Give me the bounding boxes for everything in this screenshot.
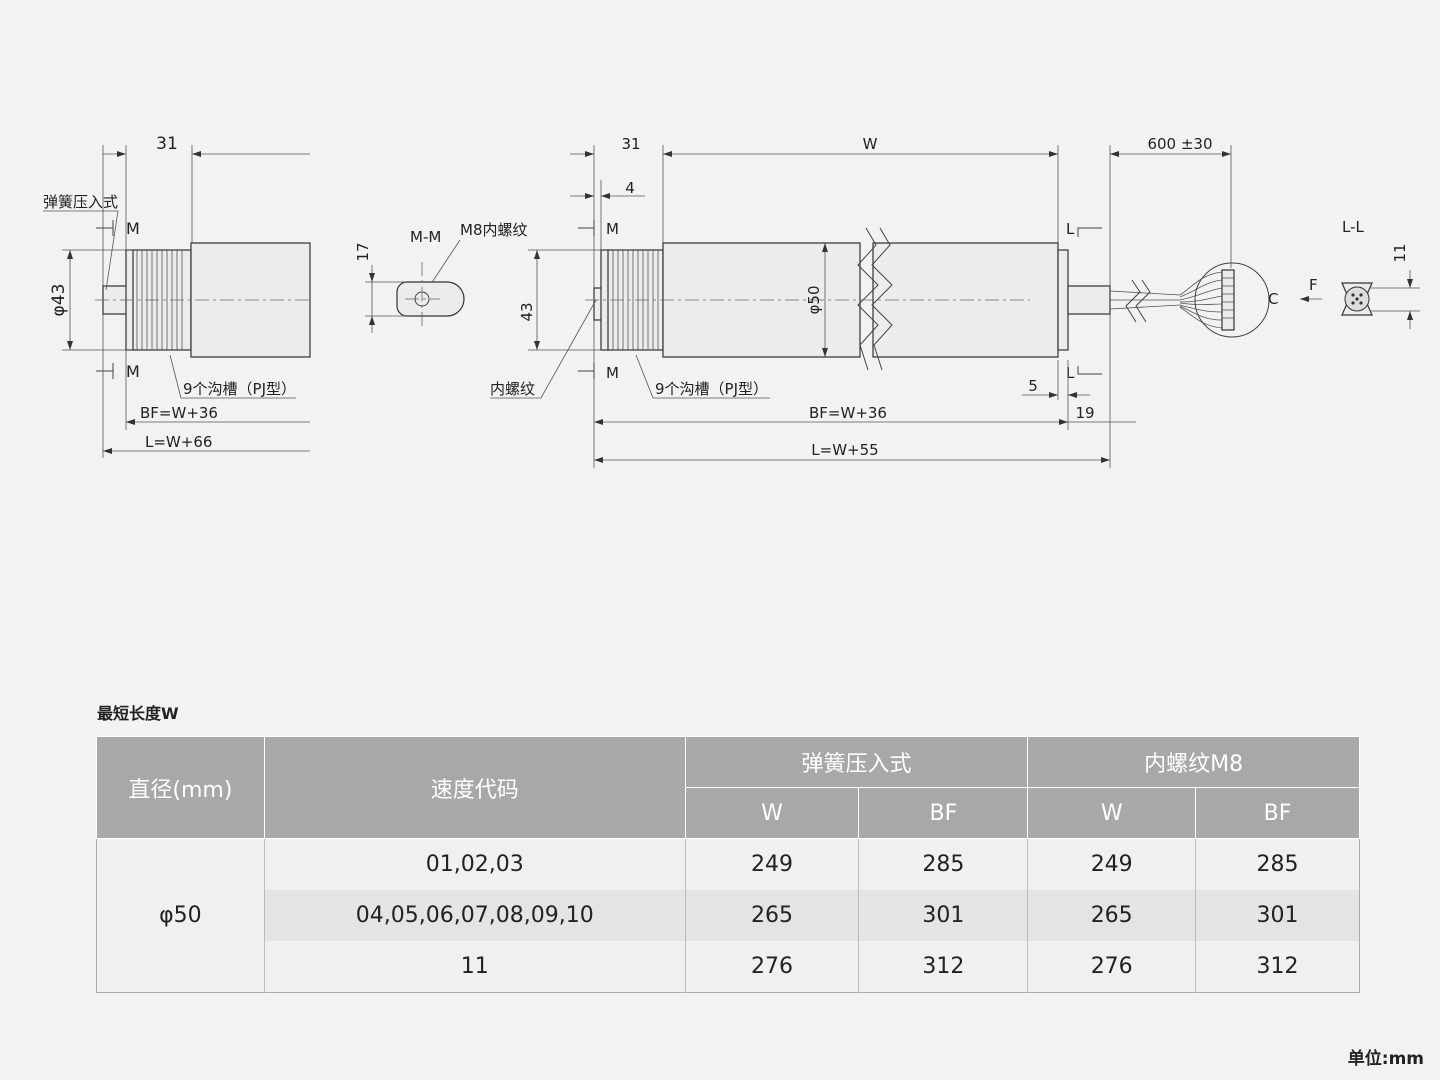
cell-thread-bf: 312	[1195, 941, 1360, 993]
header-diameter: 直径(mm)	[96, 736, 265, 839]
dim-31-right: 31	[621, 135, 640, 153]
cell-speed: 01,02,03	[264, 838, 686, 890]
header-thread: 内螺纹M8	[1027, 736, 1360, 788]
mount-type-label: 弹簧压入式	[43, 193, 118, 211]
connector-detail-c	[1194, 262, 1270, 338]
section-title-mm: M-M	[410, 228, 441, 246]
cell-speed: 11	[264, 941, 686, 993]
left-view: 31 φ43 弹簧压入式 M M 9个沟槽（PJ型	[43, 134, 311, 458]
section-mark-m-bottom-left: M	[126, 362, 140, 381]
cell-spring-w: 249	[684, 838, 859, 890]
header-thread-bf: BF	[1195, 787, 1360, 839]
header-spring: 弹簧压入式	[684, 736, 1029, 788]
unit-label: 单位:mm	[1347, 1049, 1424, 1069]
dim-cable-length: 600 ±30	[1147, 135, 1212, 153]
cell-diameter: φ50	[96, 838, 265, 993]
dim-4: 4	[625, 179, 635, 197]
header-thread-w: W	[1027, 787, 1197, 839]
dim-31-left: 31	[156, 134, 178, 154]
min-length-table: 直径(mm) 速度代码 弹簧压入式 内螺纹M8 W BF W BF φ50 01…	[96, 736, 1360, 993]
groove-label-left: 9个沟槽（PJ型）	[183, 380, 296, 398]
cell-spring-w: 276	[684, 941, 859, 993]
inner-thread-label: 内螺纹	[490, 380, 535, 398]
table-title: 最短长度W	[97, 704, 179, 723]
cell-spring-bf: 301	[858, 890, 1028, 941]
groove-label-right: 9个沟槽（PJ型）	[655, 380, 768, 398]
cell-thread-w: 276	[1027, 941, 1196, 993]
cell-thread-bf: 285	[1195, 838, 1360, 890]
l-mark-top: L	[1066, 220, 1075, 238]
cell-spring-bf: 312	[858, 941, 1028, 993]
bf-label-left: BF=W+36	[140, 404, 218, 422]
section-mark-m-top-right: M	[606, 220, 619, 238]
l-mark-bottom: L	[1066, 364, 1075, 382]
l-label-left: L=W+66	[145, 433, 212, 451]
l-label-right: L=W+55	[811, 441, 878, 459]
connector-c-label: C	[1268, 290, 1278, 308]
dia-43-left: φ43	[49, 284, 69, 317]
header-spring-bf: BF	[858, 787, 1029, 839]
right-view: 31 W 600 ±30 4 M M	[490, 135, 1278, 468]
cell-thread-w: 265	[1027, 890, 1196, 941]
dim-11: 11	[1391, 243, 1409, 262]
section-mark-m-bottom-right: M	[606, 364, 619, 382]
dim-w: W	[863, 135, 878, 153]
dia-50: φ50	[805, 286, 823, 315]
header-spring-w: W	[684, 787, 860, 839]
cell-speed: 04,05,06,07,08,09,10	[264, 890, 686, 941]
cell-thread-bf: 301	[1195, 890, 1360, 941]
cell-spring-bf: 285	[858, 838, 1028, 890]
cell-thread-w: 249	[1027, 838, 1196, 890]
section-view-mm: M-M M8内螺纹 17	[354, 221, 528, 333]
dim-5: 5	[1028, 377, 1038, 395]
connector-f-label: F	[1309, 276, 1318, 294]
cell-spring-w: 265	[684, 890, 859, 941]
section-view-ll: L-L F 11	[1300, 218, 1420, 329]
section-mark-m-top-left: M	[126, 219, 140, 238]
bf-label-right: BF=W+36	[809, 404, 887, 422]
table-row: 04,05,06,07,08,09,10 265 301 265 301	[97, 890, 1360, 941]
thread-label-m8: M8内螺纹	[460, 221, 528, 239]
dim-19: 19	[1075, 404, 1094, 422]
dim-43-right: 43	[518, 302, 536, 321]
dim-17: 17	[354, 242, 372, 261]
technical-drawing: 31 φ43 弹簧压入式 M M 9个沟槽（PJ型	[43, 134, 1420, 468]
table-row: φ50 01,02,03 249 285 249 285	[96, 838, 1360, 993]
header-speed-code: 速度代码	[263, 736, 686, 839]
section-title-ll: L-L	[1342, 218, 1365, 236]
table-row: 11 276 312 276 312	[97, 941, 1360, 993]
